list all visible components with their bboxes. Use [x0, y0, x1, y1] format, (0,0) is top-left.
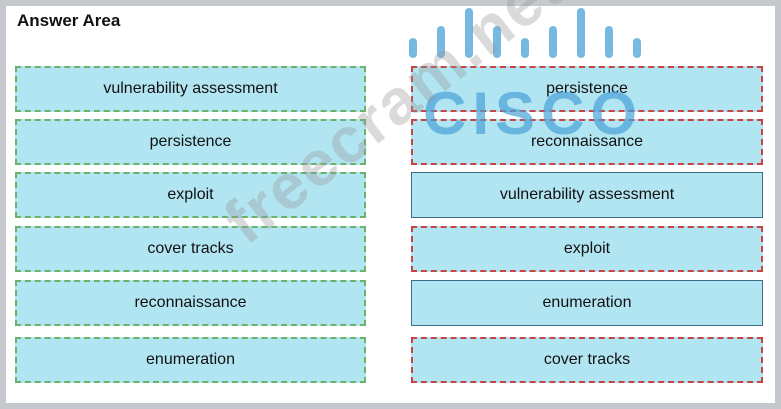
source-item-vulnerability-assessment[interactable]: vulnerability assessment: [15, 66, 366, 112]
answer-slot-4[interactable]: exploit: [411, 226, 763, 272]
answer-slot-5[interactable]: enumeration: [411, 280, 763, 326]
answer-slot-3[interactable]: vulnerability assessment: [411, 172, 763, 218]
answer-slot-1[interactable]: persistence: [411, 66, 763, 112]
source-item-reconnaissance[interactable]: reconnaissance: [15, 280, 366, 326]
source-item-persistence[interactable]: persistence: [15, 119, 366, 165]
answer-area-title: Answer Area: [17, 11, 121, 30]
source-item-cover-tracks[interactable]: cover tracks: [15, 226, 366, 272]
answer-slot-2[interactable]: reconnaissance: [411, 119, 763, 165]
source-item-enumeration[interactable]: enumeration: [15, 337, 366, 383]
answer-slot-6[interactable]: cover tracks: [411, 337, 763, 383]
source-item-exploit[interactable]: exploit: [15, 172, 366, 218]
